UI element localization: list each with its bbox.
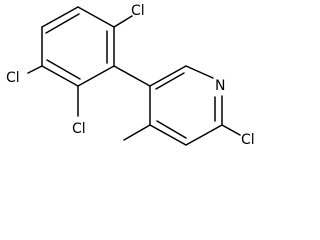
- bond: [123, 124, 151, 141]
- atom-label-nitrogen: N: [215, 78, 225, 94]
- atom-labels: Cl Cl Cl N Cl: [6, 3, 255, 148]
- atom-label-chlorine: Cl: [6, 70, 20, 86]
- atom-label-chlorine: Cl: [72, 121, 86, 137]
- bond: [149, 124, 187, 146]
- bond: [156, 120, 187, 139]
- bond: [27, 65, 43, 74]
- bond: [77, 6, 115, 28]
- bond: [41, 65, 79, 87]
- bond: [185, 65, 214, 79]
- bond: [77, 65, 115, 87]
- bond: [46, 59, 81, 80]
- bond: [149, 65, 187, 87]
- bond: [113, 65, 151, 87]
- bond: [41, 6, 79, 28]
- atom-label-chlorine: Cl: [241, 132, 255, 148]
- bond-lines: [27, 6, 241, 146]
- bond: [155, 72, 185, 90]
- bond: [185, 124, 223, 146]
- bond: [221, 124, 241, 136]
- bond: [45, 13, 80, 34]
- atom-label-chlorine: Cl: [131, 3, 145, 19]
- chemical-structure: Cl Cl Cl N Cl: [6, 3, 255, 148]
- bond: [113, 15, 133, 28]
